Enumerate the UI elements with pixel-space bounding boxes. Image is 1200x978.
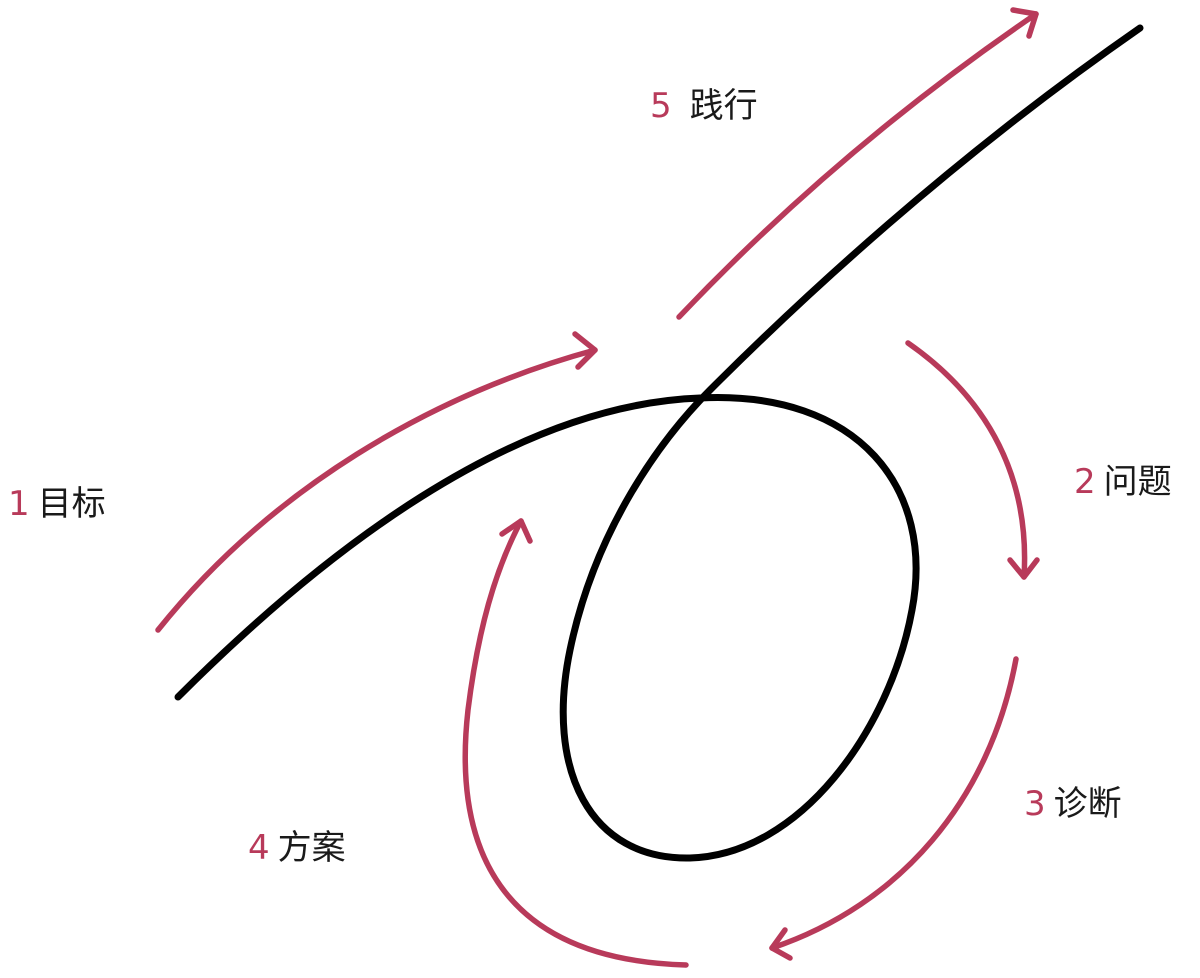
step-text: 问题 xyxy=(1103,462,1172,502)
step-text: 方案 xyxy=(277,828,346,868)
step-number: 5 xyxy=(650,86,672,126)
arrow-1-goal xyxy=(155,331,598,633)
arrow-4-solution xyxy=(462,518,689,968)
step-label-practice: 5 践行 xyxy=(650,86,758,126)
step-text: 践行 xyxy=(689,86,758,126)
step-number: 4 xyxy=(248,828,270,868)
step-text: 诊断 xyxy=(1053,784,1122,824)
step-text: 目标 xyxy=(37,484,106,524)
arrow-2-problem xyxy=(905,340,1040,580)
step-number: 3 xyxy=(1024,784,1046,824)
arrow-3-diagnosis xyxy=(769,656,1019,961)
step-number: 1 xyxy=(8,484,30,524)
main-loop-curve xyxy=(174,24,1144,862)
step-number: 2 xyxy=(1074,462,1096,502)
arrow-5-practice xyxy=(676,7,1039,320)
